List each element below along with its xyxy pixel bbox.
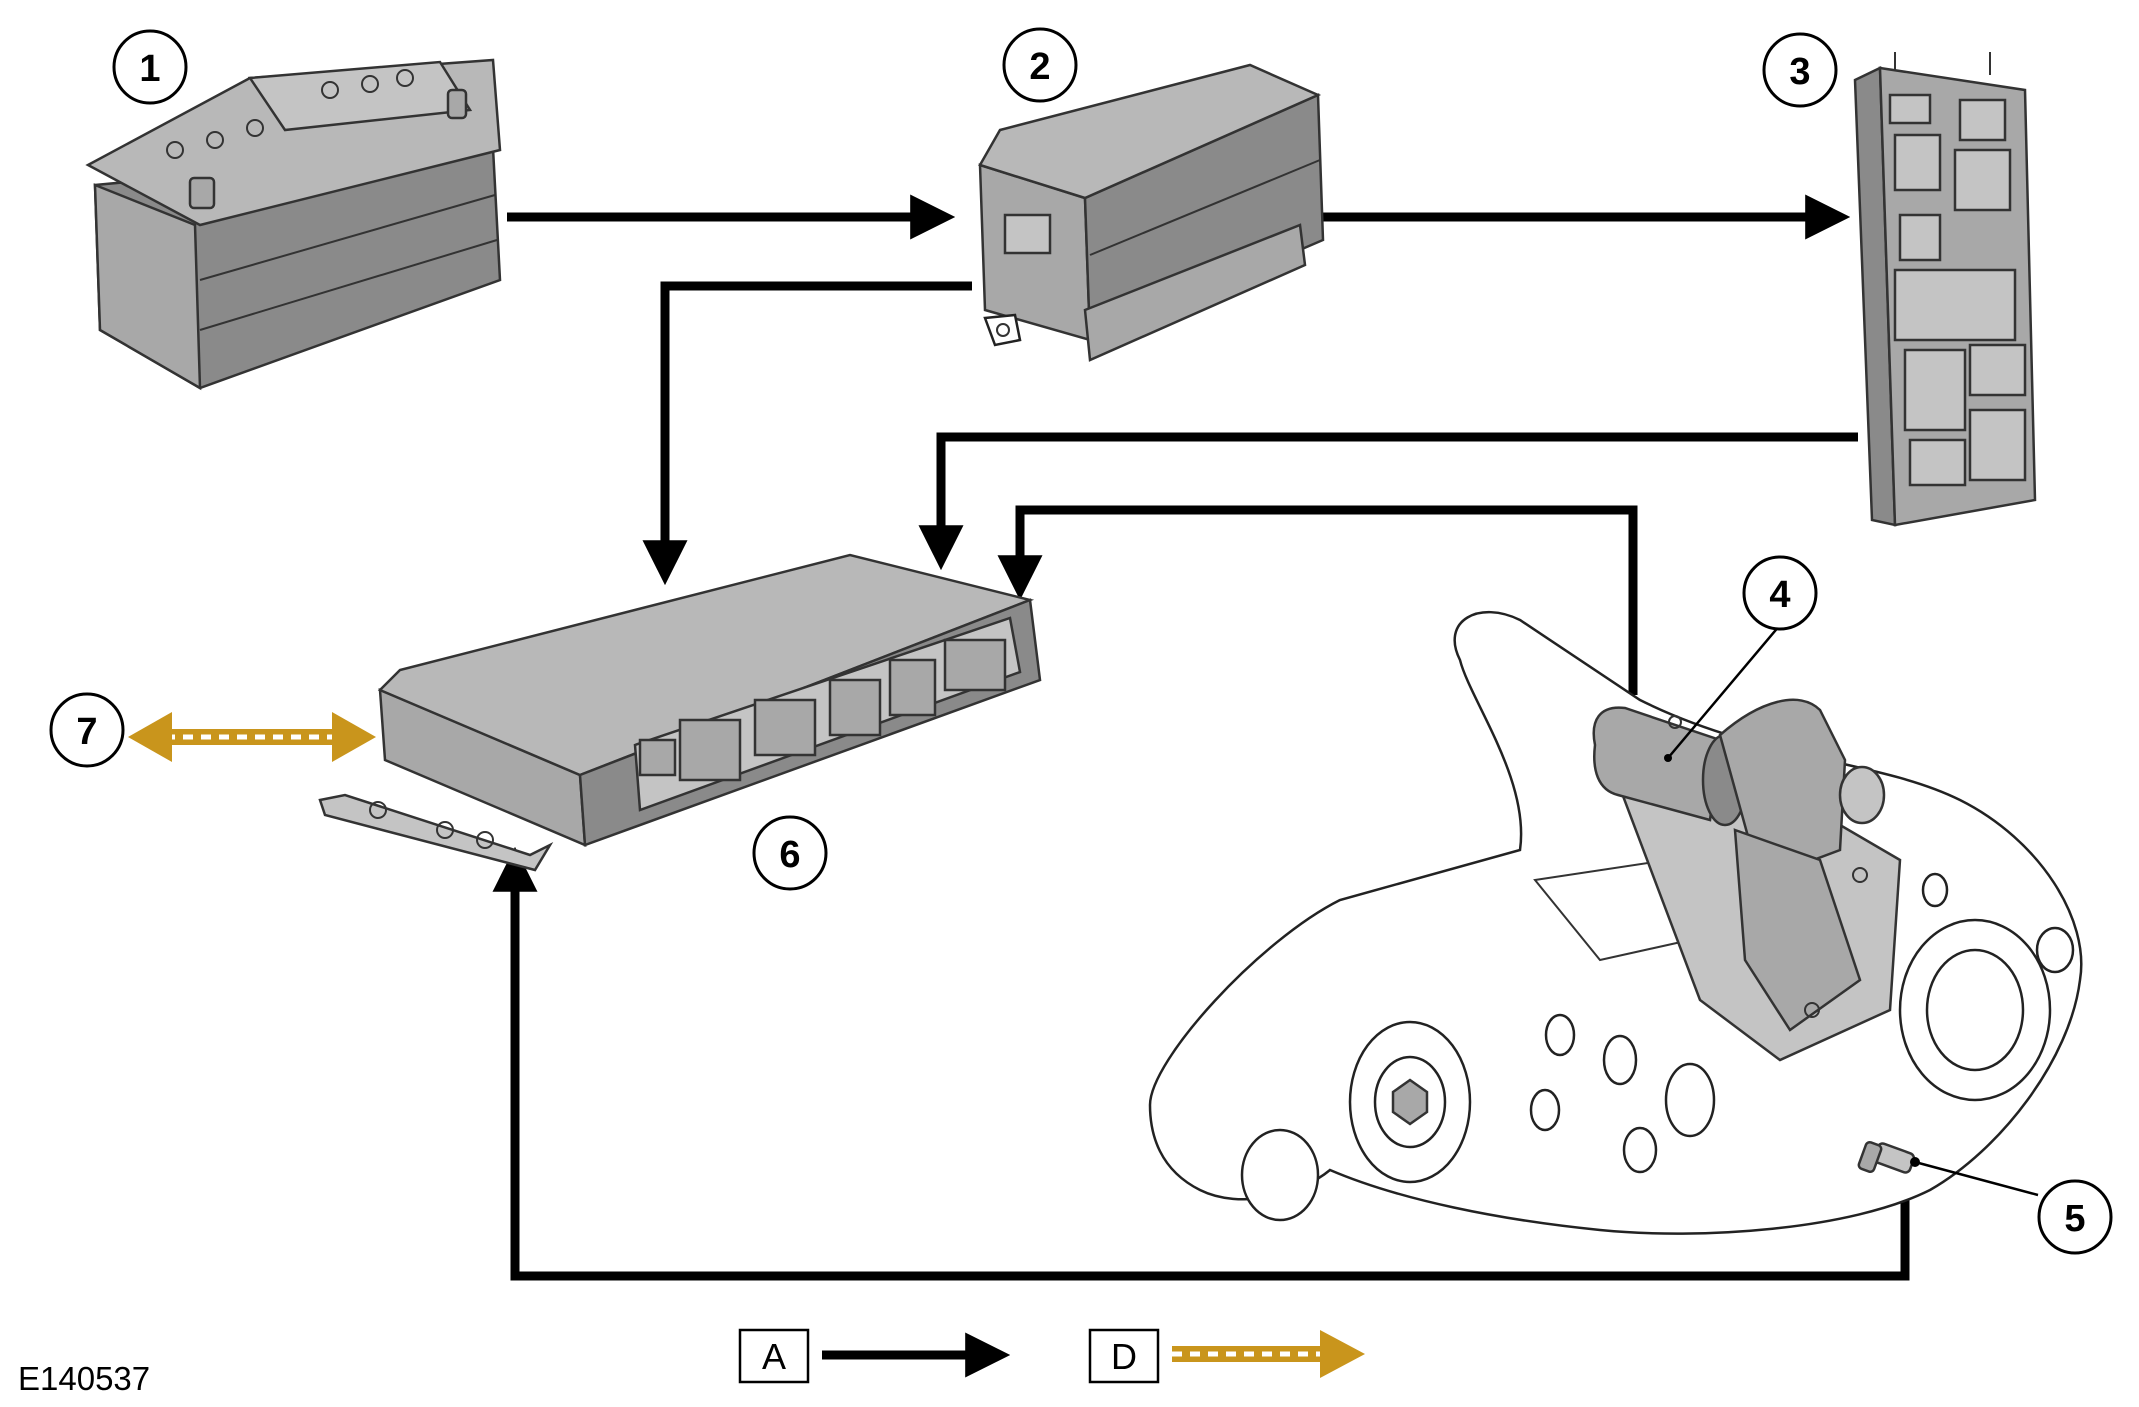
svg-text:4: 4 xyxy=(1769,574,1790,616)
svg-text:D: D xyxy=(1111,1336,1137,1377)
svg-text:A: A xyxy=(762,1336,786,1377)
svg-text:5: 5 xyxy=(2064,1198,2085,1240)
svg-text:1: 1 xyxy=(139,48,160,90)
speed-sensor xyxy=(1857,1140,1916,1174)
callout-6: 6 xyxy=(752,815,828,891)
callout-5: 5 xyxy=(2037,1179,2113,1255)
legend-network: D xyxy=(1088,1328,1365,1384)
network-bus xyxy=(165,729,340,745)
hardwired-connections xyxy=(492,194,1910,1281)
legend: A D xyxy=(738,1328,1365,1384)
network-connection xyxy=(128,712,376,762)
leader-4 xyxy=(1667,624,1781,759)
junction-box xyxy=(1853,52,2037,527)
svg-text:7: 7 xyxy=(76,711,97,753)
svg-text:2: 2 xyxy=(1029,46,1050,88)
legend-hardwired: A xyxy=(738,1328,1011,1384)
svg-text:3: 3 xyxy=(1789,51,1810,93)
callout-leaders xyxy=(1664,624,2039,1197)
leader-5 xyxy=(1914,1160,2039,1197)
wire-fusebox-to-module xyxy=(642,281,972,586)
wire-junctionbox-to-module xyxy=(918,432,1858,571)
actuator-motor xyxy=(1592,698,1902,1062)
network-arrowhead-left xyxy=(128,712,172,762)
svg-text:6: 6 xyxy=(779,834,800,876)
wire-sensor-to-module xyxy=(492,846,1910,1281)
control-module xyxy=(318,553,1042,872)
network-arrowhead-right xyxy=(332,712,376,762)
figure-reference: E140537 xyxy=(18,1360,150,1397)
battery xyxy=(85,58,502,391)
callout-3: 3 xyxy=(1762,32,1838,108)
fuse-box xyxy=(978,63,1325,362)
callout-2: 2 xyxy=(1002,27,1078,103)
callout-1: 1 xyxy=(112,29,188,105)
wire-module-to-actuator xyxy=(997,505,1638,695)
rear-differential-assembly xyxy=(1148,610,2083,1235)
callout-4: 4 xyxy=(1742,555,1818,631)
callout-7: 7 xyxy=(49,692,125,768)
